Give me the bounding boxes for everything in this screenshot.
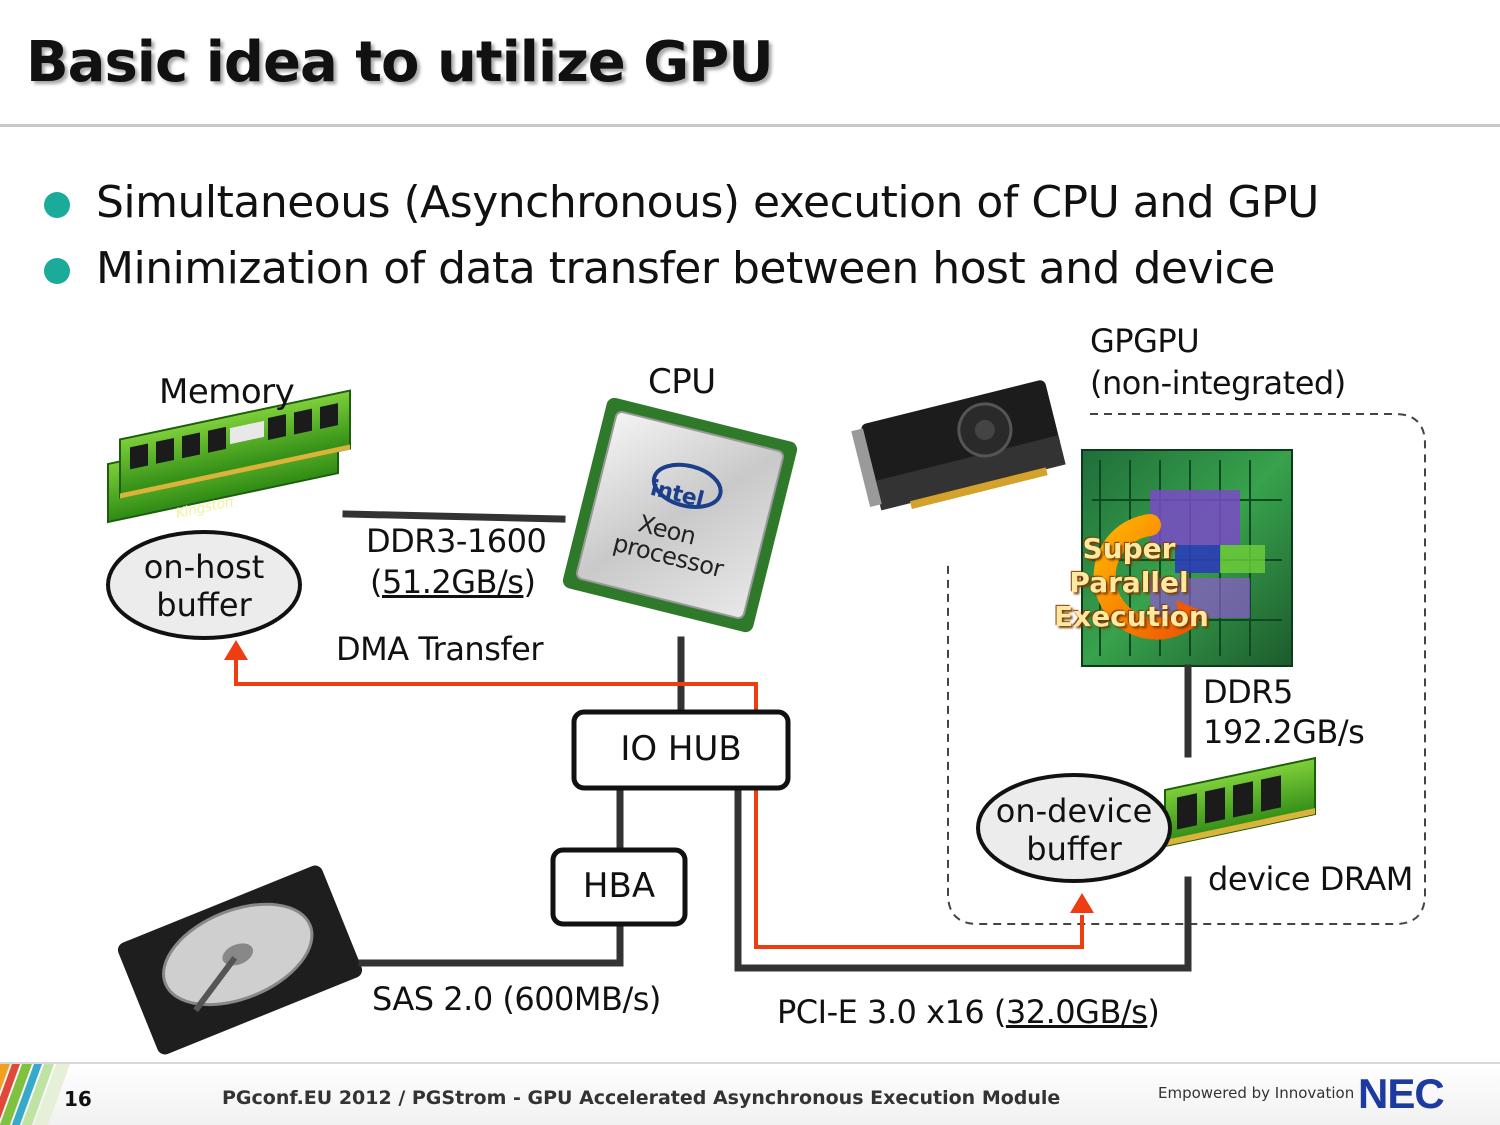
- pcie-prefix: PCI-E 3.0 x16 (: [777, 993, 1006, 1031]
- hard-disk-icon: [117, 865, 363, 1055]
- footer-bar: [0, 1064, 1500, 1125]
- sas-bus-line: [358, 918, 624, 967]
- bullet-text: Simultaneous (Asynchronous) execution of…: [96, 177, 1319, 228]
- title-divider: [0, 124, 1500, 127]
- io-hub-label: IO HUB: [620, 729, 742, 769]
- bullet-list: Simultaneous (Asynchronous) execution of…: [40, 170, 1319, 302]
- bullet-item: Simultaneous (Asynchronous) execution of…: [40, 170, 1319, 236]
- cpu-label: CPU: [648, 362, 716, 402]
- ddr3-label: DDR3-1600: [366, 522, 547, 560]
- bullet-dot-icon: [44, 258, 70, 284]
- memory-ram-icon: [107, 389, 351, 524]
- ddr5-bandwidth: 192.2GB/s: [1203, 713, 1365, 751]
- host-buffer-label: on-host buffer: [108, 548, 300, 624]
- host-buffer-line1: on-host: [143, 548, 265, 586]
- pcie-label: PCI-E 3.0 x16 (32.0GB/s): [777, 993, 1160, 1031]
- super-parallel-arc-icon: [1093, 514, 1199, 640]
- memory-bus-line: [342, 510, 566, 523]
- super-line3: Execution: [1054, 600, 1209, 633]
- cpu-chip-icon: [562, 397, 798, 633]
- device-buffer-label: on-device buffer: [978, 792, 1170, 868]
- hba-box: [550, 847, 688, 927]
- dma-transfer-path: [234, 648, 1084, 949]
- device-buffer-shape: [976, 773, 1172, 883]
- slide-title: Basic idea to utilize GPU: [26, 30, 774, 95]
- device-buffer-line1: on-device: [995, 792, 1153, 830]
- pcie-value: 32.0GB/s: [1005, 993, 1148, 1031]
- device-buffer-line2: buffer: [1026, 830, 1122, 868]
- super-parallel-arc-head-icon: [1176, 600, 1204, 634]
- device-dram-icon: [1164, 756, 1316, 848]
- host-buffer-shape: [106, 530, 302, 640]
- footer-tagline: Empowered by Innovation: [1158, 1084, 1355, 1102]
- ddr3-close: ): [523, 563, 536, 601]
- dma-transfer-label: DMA Transfer: [336, 630, 543, 668]
- bullet-item: Minimization of data transfer between ho…: [40, 236, 1319, 302]
- footer-stripes-icon: [0, 1064, 70, 1125]
- gpu-card-icon: [851, 380, 1066, 511]
- host-buffer-line2: buffer: [156, 586, 252, 624]
- device-dram-label: device DRAM: [1208, 860, 1413, 898]
- bullet-dot-icon: [44, 192, 70, 218]
- sas-label: SAS 2.0 (600MB/s): [372, 980, 661, 1018]
- super-line1: Super: [1082, 532, 1176, 565]
- ddr3-bandwidth: (51.2GB/s): [370, 563, 536, 601]
- gpgpu-region-border: [947, 413, 1426, 925]
- memory-label: Memory: [159, 372, 295, 412]
- gpgpu-label: GPGPU: [1090, 322, 1200, 360]
- super-parallel-label: Super Parallel Execution: [1054, 532, 1209, 634]
- dma-arrowhead-device-icon: [1070, 893, 1094, 913]
- ddr3-value: 51.2GB/s: [381, 563, 524, 601]
- footer-divider: [0, 1062, 1500, 1064]
- super-line2: Parallel: [1069, 566, 1189, 599]
- dma-arrowhead-host-icon: [224, 640, 248, 660]
- io-hub-box: [571, 709, 791, 791]
- footer-text: PGconf.EU 2012 / PGStrom - GPU Accelerat…: [222, 1087, 1061, 1109]
- page-number: 16: [64, 1087, 92, 1111]
- ddr3-open: (: [370, 563, 382, 601]
- nec-logo: NEC: [1358, 1070, 1445, 1117]
- bullet-text: Minimization of data transfer between ho…: [96, 243, 1275, 294]
- pcie-suffix: ): [1147, 993, 1160, 1031]
- pcie-bus-line: [734, 784, 1192, 972]
- gpgpu-subtitle: (non-integrated): [1090, 364, 1346, 402]
- ddr5-label: DDR5: [1203, 673, 1293, 711]
- hba-label: HBA: [582, 866, 656, 906]
